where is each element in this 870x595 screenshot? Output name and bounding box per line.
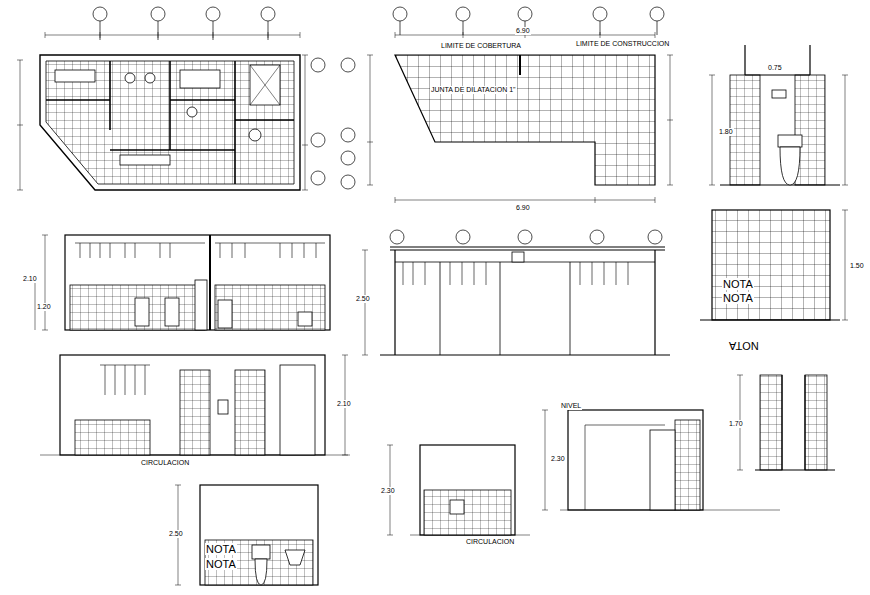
dimension-label: 6.90	[515, 204, 531, 212]
dimension-label: 1.80	[718, 128, 734, 136]
dimension-label: 2.10	[336, 400, 352, 408]
dimension-label: 1.50	[849, 262, 865, 270]
level-label: CIRCULACION	[140, 459, 190, 467]
nota-text: NOTA	[722, 278, 754, 290]
dimension-label: 2.50	[168, 530, 184, 538]
note-label: LIMITE DE COBERTURA	[440, 42, 522, 50]
dimension-label: 2.30	[380, 487, 396, 495]
dimension-label: 1.70	[728, 420, 744, 428]
note-label: JUNTA DE DILATACION 1"	[430, 86, 517, 94]
nota-text: NOTA	[205, 543, 237, 555]
dimension-label: 1.20	[36, 303, 52, 311]
dimension-label: 6.90	[515, 27, 531, 35]
dimension-label: NIVEL	[560, 402, 582, 410]
nota-text: NOTA	[722, 292, 754, 304]
note-label: LIMITE DE CONSTRUCCION	[575, 40, 670, 48]
dimension-label: 2.50	[355, 295, 371, 303]
nota-text: NOTA	[728, 340, 760, 352]
dimension-label: 2.30	[550, 455, 566, 463]
nota-text: NOTA	[205, 558, 237, 570]
level-label: CIRCULACION	[465, 538, 515, 546]
dimension-label: 2.10	[22, 275, 38, 283]
dimension-label: 0.75	[767, 64, 783, 72]
